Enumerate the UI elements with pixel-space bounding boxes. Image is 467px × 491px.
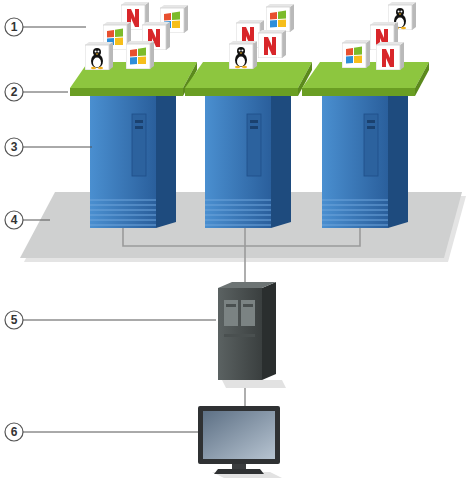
host-server <box>132 114 146 176</box>
callout-number: 4 <box>5 211 23 229</box>
host-server <box>90 96 156 228</box>
management-server <box>222 380 286 388</box>
network-wire <box>123 226 360 246</box>
management-server <box>243 304 253 307</box>
callout-circle <box>5 423 23 441</box>
host-server <box>156 90 176 228</box>
management-server <box>224 300 238 326</box>
host-server <box>364 114 378 176</box>
virtual-machine <box>266 4 294 32</box>
management-server <box>224 334 255 337</box>
callout-number: 5 <box>5 311 23 329</box>
hypervisor-layer <box>302 88 415 96</box>
host-server <box>247 114 261 176</box>
host-server <box>135 126 143 129</box>
management-server <box>218 288 262 380</box>
hypervisor-layer <box>70 88 183 96</box>
monitor <box>203 411 275 459</box>
callout-number: 2 <box>5 83 23 101</box>
monitor <box>214 469 264 474</box>
host-server <box>205 200 271 225</box>
callout-circle <box>5 18 23 36</box>
leader-line <box>23 320 216 321</box>
host-server <box>250 126 258 129</box>
host-server <box>322 90 408 228</box>
host-server <box>205 90 291 228</box>
host-server <box>135 120 143 123</box>
host-server <box>271 90 291 228</box>
host-server <box>205 200 271 225</box>
hypervisor-layer <box>185 88 298 96</box>
leader-line <box>23 220 50 221</box>
virtual-machine <box>376 42 404 70</box>
virtual-machine <box>229 41 257 69</box>
callout-circle <box>5 211 23 229</box>
monitor <box>198 406 280 464</box>
callout-number: 6 <box>5 423 23 441</box>
leader-line <box>23 92 68 93</box>
virtual-machine <box>85 2 416 70</box>
host-server <box>322 200 388 225</box>
virtual-machine <box>258 30 286 58</box>
management-server <box>218 282 286 388</box>
host-server <box>90 200 156 225</box>
host-server <box>322 96 388 228</box>
management-server <box>241 300 255 326</box>
leader-line <box>23 147 92 148</box>
virtual-machine <box>85 42 113 70</box>
callout-number: 3 <box>5 138 23 156</box>
callout-number: 1 <box>5 18 23 36</box>
host-server <box>322 200 388 225</box>
network-wire <box>123 226 360 406</box>
virtual-machine <box>342 40 370 68</box>
host-server <box>90 90 176 228</box>
leader-line <box>23 27 86 28</box>
monitor <box>232 464 246 469</box>
hypervisor-layer <box>415 62 429 96</box>
network-wire <box>244 226 246 286</box>
management-server <box>218 282 276 288</box>
host-server <box>367 120 375 123</box>
host-server <box>388 90 408 228</box>
virtual-machine <box>126 41 154 69</box>
callout-circle <box>5 311 23 329</box>
management-server <box>226 304 236 307</box>
host-server <box>250 120 258 123</box>
management-server <box>262 282 276 380</box>
callout-circle <box>5 138 23 156</box>
host-server <box>205 96 271 228</box>
host-server <box>367 126 375 129</box>
host-server <box>90 200 156 225</box>
callout-circle <box>5 83 23 101</box>
leader-line <box>23 27 216 432</box>
monitor <box>198 406 282 478</box>
callout-circle <box>5 18 23 441</box>
leader-line <box>23 432 198 433</box>
